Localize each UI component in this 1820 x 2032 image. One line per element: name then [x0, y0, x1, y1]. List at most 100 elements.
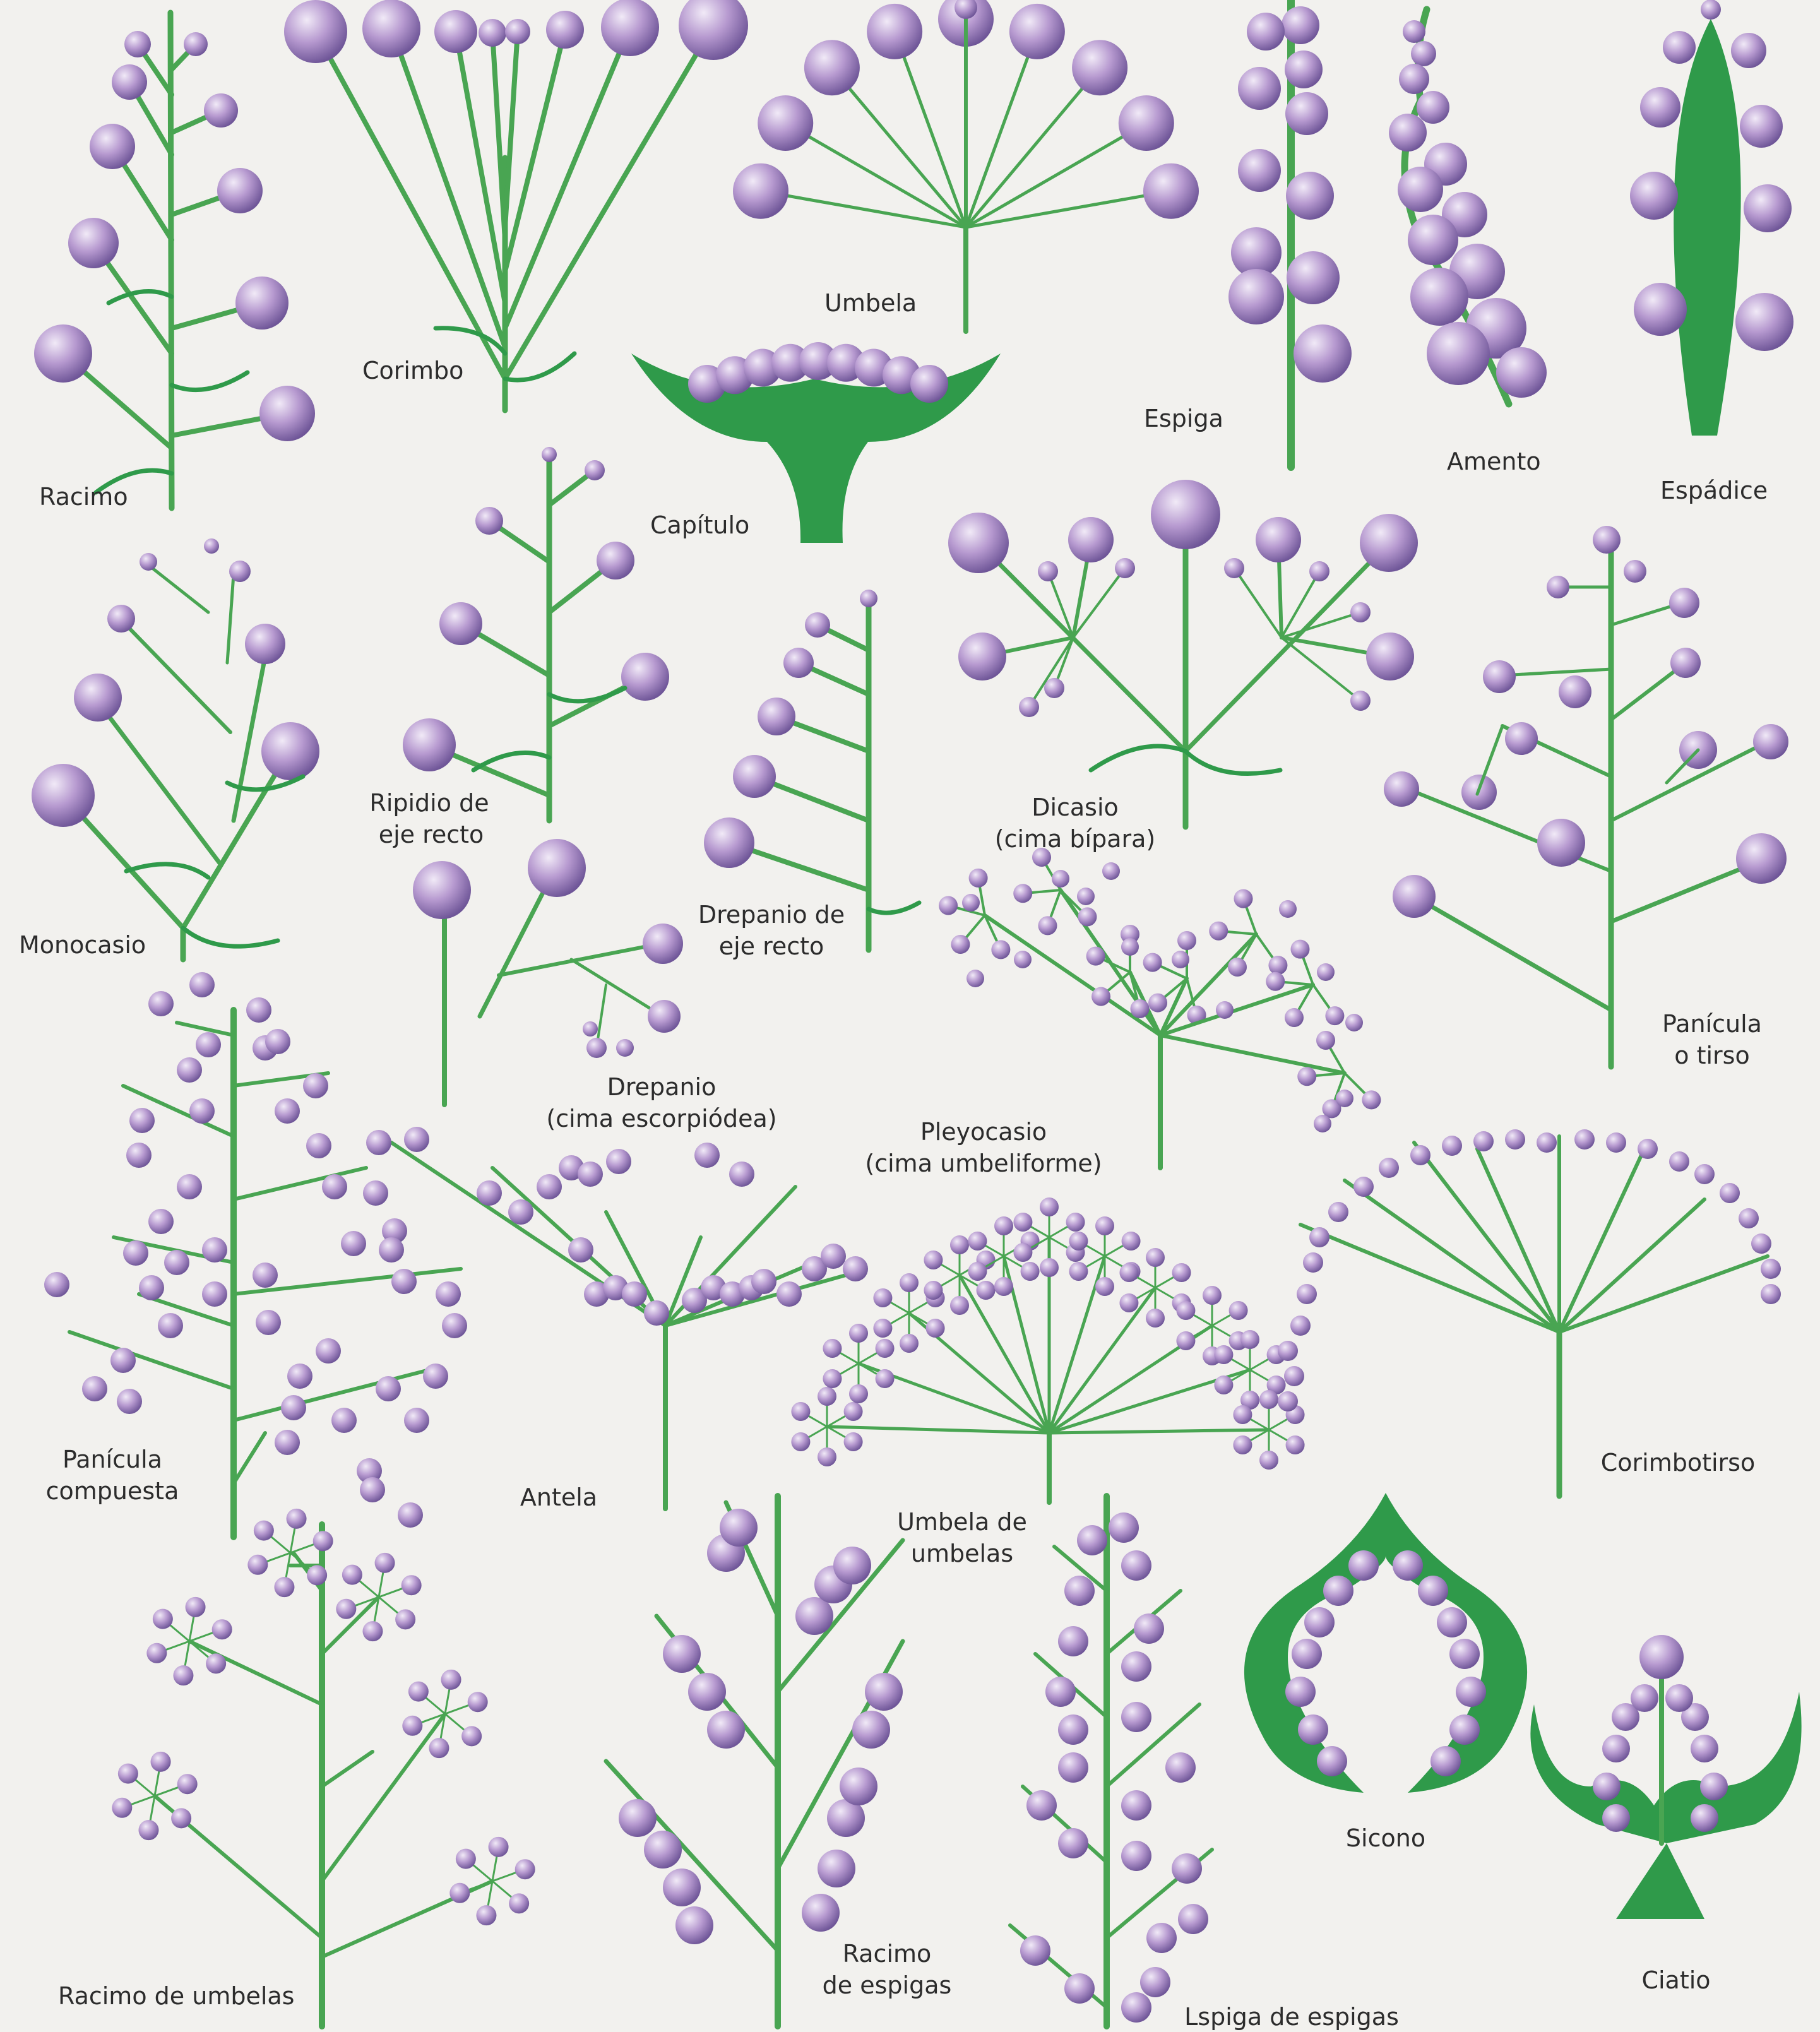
- flower: [1410, 268, 1468, 326]
- flower: [1238, 67, 1281, 110]
- flower: [1701, 0, 1721, 20]
- flower: [1309, 561, 1329, 581]
- label-capitulo: Capítulo: [650, 511, 749, 539]
- flower: [597, 542, 634, 579]
- structures: [631, 19, 1802, 1919]
- flower: [1040, 1197, 1059, 1216]
- stem-line: [234, 1433, 265, 1483]
- flower: [1753, 724, 1788, 759]
- flower: [235, 276, 288, 330]
- flower: [1140, 1967, 1170, 1997]
- flower: [860, 590, 877, 607]
- flower: [509, 1893, 529, 1913]
- flower: [833, 1547, 871, 1584]
- flower: [362, 1621, 383, 1641]
- stem-line: [571, 960, 663, 1016]
- flower: [1109, 1512, 1139, 1543]
- flower: [1314, 1115, 1331, 1132]
- flower: [1398, 167, 1443, 212]
- flower: [1505, 722, 1538, 755]
- flower: [1736, 833, 1787, 884]
- bract: [1186, 751, 1280, 774]
- flower: [1292, 1639, 1322, 1669]
- flower: [253, 1263, 278, 1288]
- flower: [1411, 41, 1436, 66]
- flower: [795, 1597, 833, 1635]
- flower: [968, 1232, 987, 1251]
- flower: [1602, 1804, 1630, 1832]
- flower: [1393, 875, 1436, 918]
- flower: [189, 1098, 215, 1124]
- label-panicula-compuesta-line1: Panícula: [62, 1446, 162, 1473]
- flower: [184, 32, 208, 56]
- flower: [1069, 1232, 1088, 1251]
- flower: [1026, 1790, 1057, 1821]
- flower: [196, 1032, 221, 1057]
- flower: [74, 674, 122, 722]
- flower: [1399, 64, 1429, 94]
- flower: [123, 1240, 148, 1266]
- flower: [1505, 1129, 1525, 1150]
- flower: [246, 997, 271, 1023]
- flower: [994, 1216, 1013, 1235]
- flower: [1058, 1714, 1088, 1745]
- flower: [606, 1149, 631, 1174]
- flower: [821, 1244, 846, 1269]
- flower: [1286, 1435, 1305, 1454]
- flower: [1119, 95, 1174, 151]
- label-ciatio: Ciatio: [1641, 1966, 1710, 1994]
- flower: [376, 1376, 401, 1401]
- flower: [704, 817, 754, 868]
- flower: [733, 163, 788, 219]
- flower: [776, 1281, 802, 1307]
- flower: [362, 0, 420, 57]
- flower: [1172, 1263, 1191, 1282]
- flower: [1228, 269, 1284, 324]
- flower: [783, 648, 814, 678]
- flower: [1143, 163, 1199, 219]
- flower: [489, 1837, 509, 1857]
- flower: [818, 1387, 836, 1406]
- flower: [805, 612, 830, 638]
- flower: [402, 1716, 422, 1736]
- label-panicula-line2: o tirso: [1674, 1042, 1749, 1069]
- flower: [110, 1348, 136, 1373]
- label-umbela-umbelas-line1: Umbela de: [897, 1508, 1027, 1536]
- flower: [139, 1275, 164, 1300]
- flower: [910, 365, 948, 403]
- flower: [1214, 1375, 1233, 1394]
- flower: [1178, 1904, 1208, 1934]
- stem-line: [456, 32, 505, 303]
- flower: [1115, 558, 1135, 578]
- flower: [675, 1906, 713, 1944]
- flower: [34, 324, 92, 383]
- flower: [1052, 870, 1069, 888]
- label-monocasio: Monocasio: [19, 931, 146, 959]
- flower: [1309, 1227, 1329, 1247]
- flower: [1095, 1216, 1114, 1235]
- flower: [644, 1831, 682, 1869]
- flower: [967, 970, 984, 987]
- flower: [307, 1565, 327, 1585]
- flower: [1038, 916, 1057, 935]
- flower: [202, 1237, 227, 1263]
- stem-line: [1502, 669, 1611, 675]
- bract: [869, 903, 919, 913]
- bract: [183, 928, 278, 946]
- flower: [1058, 1752, 1088, 1783]
- flower: [840, 1768, 877, 1805]
- stem-line: [148, 565, 208, 612]
- flower: [126, 1143, 152, 1168]
- flower: [1119, 1293, 1138, 1312]
- flower: [1143, 953, 1162, 972]
- label-umbela-umbelas-line2: umbelas: [911, 1540, 1013, 1567]
- flower: [1624, 560, 1646, 583]
- flower: [177, 1774, 198, 1794]
- flower: [1417, 91, 1449, 124]
- label-ripidio-line1: Ripidio de: [369, 789, 489, 817]
- flower: [1430, 1746, 1461, 1776]
- flower: [177, 1057, 202, 1083]
- flower: [818, 1850, 855, 1887]
- flower: [802, 1894, 840, 1932]
- flower: [316, 1338, 341, 1364]
